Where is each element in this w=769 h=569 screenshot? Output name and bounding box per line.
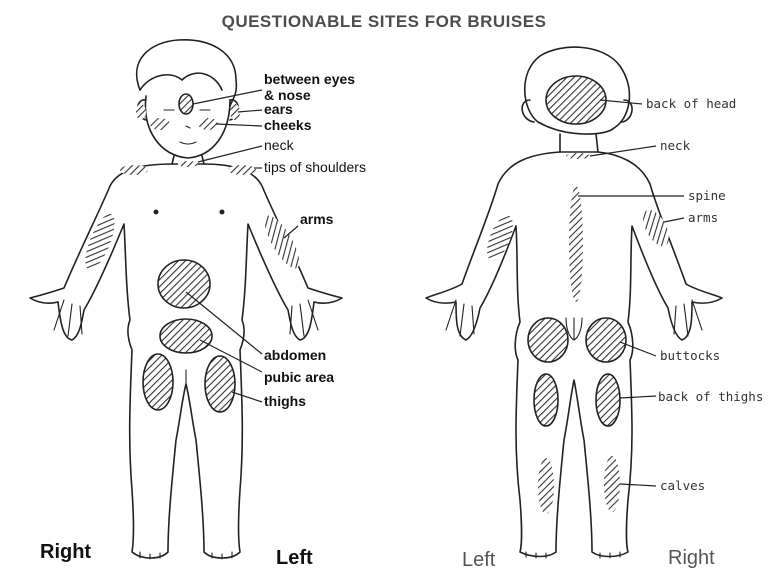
front-side-left-label: Left [276, 547, 313, 569]
bruise-site-arm-back-right [638, 206, 674, 251]
front-side-right-label: Right [40, 541, 91, 563]
label-arms-back: arms [688, 210, 718, 225]
back-figure: back of head neck spine arms buttocks ba… [426, 47, 763, 569]
label-back-of-head: back of head [646, 96, 736, 111]
bruise-site-back-of-head [546, 76, 606, 124]
bruise-site-thigh-left [205, 356, 235, 412]
bruise-site-cheek-left [198, 118, 218, 130]
bruise-site-shoulder-right [120, 165, 148, 175]
bruise-site-pubic [160, 319, 212, 353]
back-side-left-label: Left [462, 549, 496, 569]
bruise-site-neck [178, 161, 198, 167]
label-spine: spine [688, 188, 726, 203]
label-back-of-thighs: back of thighs [658, 389, 763, 404]
bruise-site-buttock-left [528, 318, 568, 362]
label-calves: calves [660, 478, 705, 493]
bruise-site-thigh-back-left [534, 374, 558, 426]
bruise-site-arm-right [79, 210, 120, 273]
label-ears: ears [264, 101, 293, 117]
diagram-title: QUESTIONABLE SITES FOR BRUISES [222, 12, 547, 31]
label-neck-back: neck [660, 138, 691, 153]
bruise-site-thigh-right [143, 354, 173, 410]
label-tips-of-shoulders: tips of shoulders [264, 159, 366, 175]
bruise-site-spine [569, 186, 583, 302]
bruise-site-thigh-back-right [596, 374, 620, 426]
label-thighs-front: thighs [264, 393, 306, 409]
front-figure: between eyes & nose ears cheeks neck tip… [30, 40, 366, 569]
bruise-site-forehead [179, 94, 193, 114]
label-pubic-area: pubic area [264, 369, 334, 385]
bruise-site-abdomen [158, 260, 210, 308]
label-arms-front: arms [300, 211, 334, 227]
label-neck-front: neck [264, 137, 295, 153]
label-cheeks: cheeks [264, 117, 312, 133]
bruise-site-neck-back [566, 153, 590, 159]
bruise-site-arm-back-left [482, 212, 519, 264]
bruise-site-shoulder-left [228, 165, 256, 175]
back-side-right-label: Right [668, 547, 715, 569]
bruise-site-buttock-right [586, 318, 626, 362]
label-between-eyes: between eyes [264, 71, 355, 87]
bruise-site-calf-right [604, 456, 620, 512]
bruise-site-calf-left [538, 458, 554, 514]
label-abdomen: abdomen [264, 347, 326, 363]
bruise-site-cheek-right [150, 118, 170, 130]
label-buttocks: buttocks [660, 348, 720, 363]
